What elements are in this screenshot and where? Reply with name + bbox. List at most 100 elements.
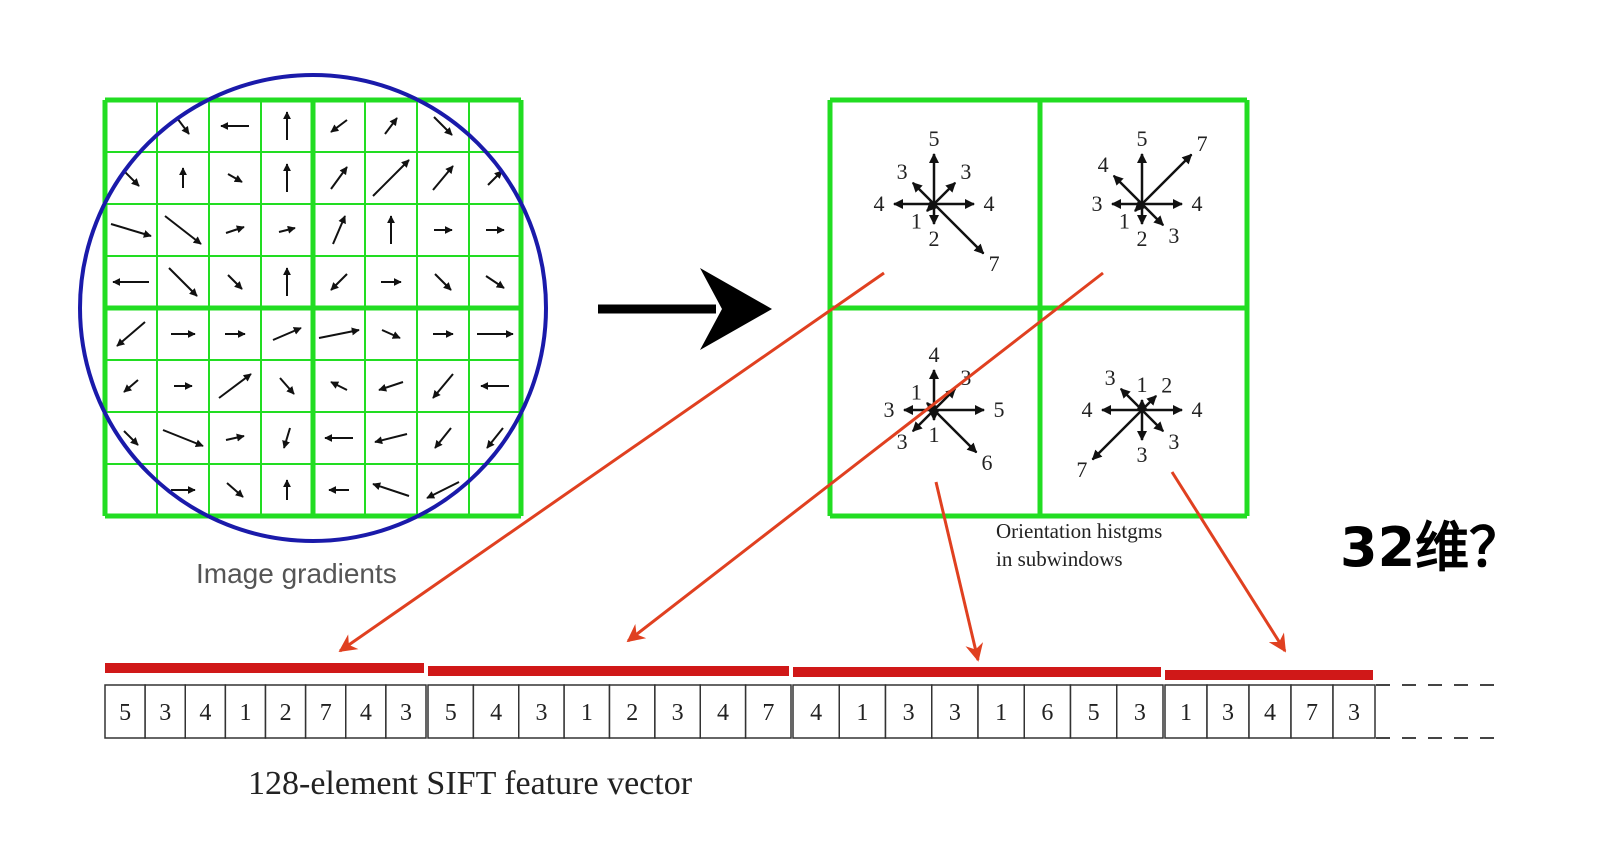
histogram-bin-count: 7 bbox=[1076, 457, 1087, 482]
histogram-bin-arrow bbox=[1141, 203, 1165, 227]
vector-cell bbox=[838, 684, 887, 739]
vector-cell-value: 4 bbox=[490, 700, 502, 726]
vector-cell bbox=[563, 684, 611, 739]
vector-cell-value: 4 bbox=[717, 700, 729, 726]
vector-cell-value: 7 bbox=[1306, 700, 1318, 726]
histogram-bin-count: 7 bbox=[1197, 131, 1208, 156]
vector-cell bbox=[1069, 684, 1118, 739]
gradient-arrow bbox=[272, 327, 302, 341]
histogram-bin-count: 4 bbox=[929, 342, 940, 367]
histogram-bin-count: 3 bbox=[884, 397, 895, 422]
vector-cell bbox=[608, 684, 656, 739]
vector-cell-value: 1 bbox=[581, 700, 593, 726]
image-gradients-label: Image gradients bbox=[196, 558, 397, 589]
pointer-arrow-3 bbox=[934, 481, 984, 662]
gradient-arrow bbox=[227, 274, 243, 290]
gradient-arrow bbox=[485, 275, 505, 289]
histogram-bin-count: 5 bbox=[1137, 126, 1148, 151]
histogram-bin-count: 1 bbox=[1119, 209, 1130, 234]
histogram-bin-count: 4 bbox=[1082, 397, 1093, 422]
vector-cell bbox=[264, 684, 307, 739]
orientation-label-line1: Orientation histgms bbox=[996, 519, 1162, 543]
gradient-arrow bbox=[226, 482, 244, 498]
histogram-bin-count: 4 bbox=[1192, 397, 1203, 422]
vector-cell-value: 2 bbox=[626, 700, 638, 726]
histogram-grid bbox=[827, 97, 1250, 519]
gradient-arrows bbox=[110, 111, 514, 500]
vector-cell-value: 4 bbox=[360, 700, 372, 726]
pointer-arrow-1 bbox=[338, 271, 885, 653]
histogram-bin-arrow bbox=[1112, 174, 1143, 205]
histogram-bin-count: 3 bbox=[1137, 442, 1148, 467]
gradient-arrow bbox=[278, 225, 296, 234]
gradient-arrow bbox=[432, 165, 454, 191]
vector-continuation bbox=[1376, 684, 1505, 739]
gradient-arrow bbox=[332, 215, 346, 245]
orientation-label-line2: in subwindows bbox=[996, 547, 1123, 571]
vector-cell-value: 1 bbox=[856, 700, 868, 726]
histogram-bin-count: 2 bbox=[1137, 226, 1148, 251]
gradient-arrow bbox=[123, 379, 139, 393]
vector-cell-value: 5 bbox=[445, 700, 457, 726]
vector-cell-value: 3 bbox=[1222, 700, 1234, 726]
vector-cell bbox=[931, 684, 979, 739]
gradient-arrow bbox=[384, 117, 398, 135]
vector-segment-bar bbox=[1165, 670, 1373, 680]
vector-cell bbox=[1332, 684, 1376, 739]
vector-cell-value: 3 bbox=[903, 700, 915, 726]
vector-cell bbox=[385, 684, 427, 739]
histogram-bin-count: 3 bbox=[897, 429, 908, 454]
gradient-arrow bbox=[432, 373, 454, 399]
gradient-arrow bbox=[426, 481, 460, 499]
vector-cell bbox=[1290, 684, 1334, 739]
histogram-bin-count: 5 bbox=[929, 126, 940, 151]
histogram-bottom-left: 53413316 bbox=[884, 342, 1005, 475]
histogram-bin-count: 4 bbox=[984, 191, 995, 216]
gradient-arrow bbox=[434, 427, 452, 449]
histogram-bin-count: 1 bbox=[911, 379, 922, 404]
vector-cell-value: 3 bbox=[1348, 700, 1360, 726]
histogram-bin-count: 3 bbox=[960, 159, 971, 184]
gradient-arrow bbox=[372, 482, 410, 497]
histogram-bin-count: 4 bbox=[1098, 152, 1109, 177]
gradient-arrow bbox=[225, 225, 245, 234]
vector-cell bbox=[699, 684, 747, 739]
gradient-arrow bbox=[162, 429, 204, 448]
vector-segment-bars bbox=[105, 663, 1373, 680]
gradient-arrow bbox=[434, 273, 452, 291]
vector-segment-bar bbox=[428, 666, 789, 676]
gradient-arrow bbox=[330, 166, 348, 190]
vector-cell-value: 5 bbox=[119, 700, 131, 726]
histogram-bin-count: 3 bbox=[1092, 191, 1103, 216]
vector-cell-value: 1 bbox=[1180, 700, 1192, 726]
gradient-arrow bbox=[227, 173, 243, 183]
gradient-arrow bbox=[330, 273, 348, 291]
vector-cell bbox=[977, 684, 1025, 739]
gradient-arrow bbox=[381, 329, 401, 339]
vector-cell-value: 3 bbox=[535, 700, 547, 726]
vector-cell bbox=[1164, 684, 1208, 739]
vector-cell bbox=[304, 684, 347, 739]
gradient-arrow bbox=[168, 267, 198, 297]
orientation-histograms-panel: 43534127475431235341331642134733 Orienta… bbox=[827, 97, 1250, 571]
vector-cell bbox=[518, 684, 565, 739]
histogram-bin-arrow bbox=[911, 181, 935, 205]
histogram-bin-arrow bbox=[1091, 409, 1143, 461]
vector-cell-value: 3 bbox=[672, 700, 684, 726]
vector-cell-value: 6 bbox=[1041, 700, 1053, 726]
histogram-bin-arrow bbox=[1141, 153, 1193, 205]
vector-cell bbox=[744, 684, 792, 739]
histogram-bin-count: 2 bbox=[929, 226, 940, 251]
transform-arrow bbox=[598, 268, 772, 350]
gradient-arrow bbox=[225, 433, 245, 442]
histogram-bin-count: 5 bbox=[994, 397, 1005, 422]
vector-cell-value: 3 bbox=[400, 700, 412, 726]
gradient-arrow bbox=[218, 373, 252, 399]
gradient-arrow bbox=[378, 381, 404, 392]
histogram-bin-count: 1 bbox=[911, 209, 922, 234]
